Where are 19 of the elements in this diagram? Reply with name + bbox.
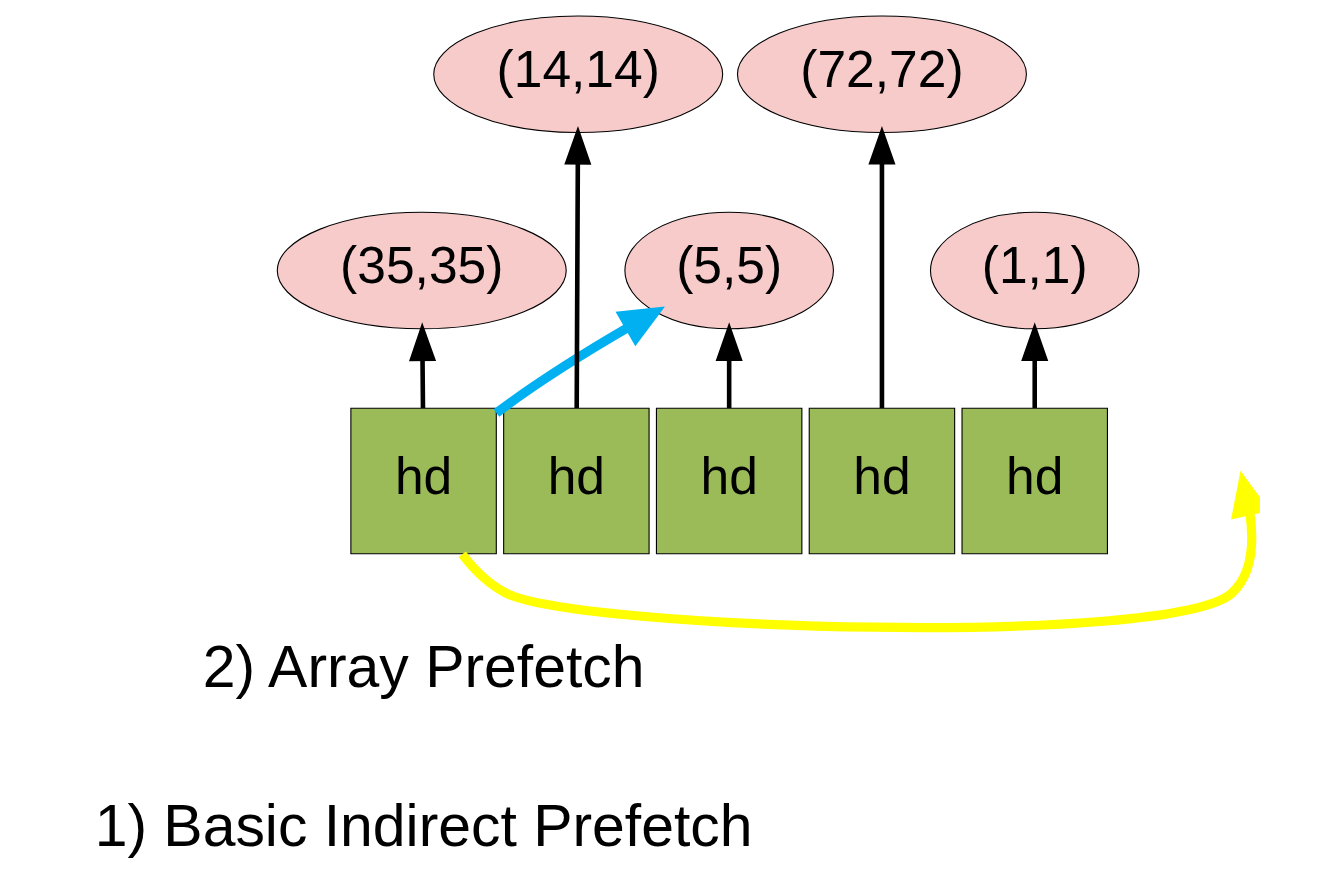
label: 2) Array Prefetch [202, 634, 645, 700]
node-box: hd [349, 407, 497, 555]
arrow [715, 322, 743, 408]
label: 1) Basic Indirect Prefetch [94, 792, 753, 858]
node-box: hd [655, 407, 802, 555]
node-box: hd [808, 407, 955, 555]
arrow [1020, 322, 1048, 408]
node-ellipse: (72,72) [736, 15, 1027, 134]
arrow [493, 306, 665, 417]
arrow [563, 125, 591, 409]
node-box: hd [502, 407, 650, 555]
node-ellipse: (1,1) [929, 211, 1140, 330]
arrow [458, 470, 1260, 632]
node-ellipse: (35,35) [276, 211, 567, 330]
node-ellipse: (5,5) [623, 211, 834, 330]
node-box: hd [960, 407, 1108, 555]
arrow [408, 322, 436, 409]
arrow [867, 125, 895, 409]
node-ellipse: (14,14) [432, 15, 723, 134]
